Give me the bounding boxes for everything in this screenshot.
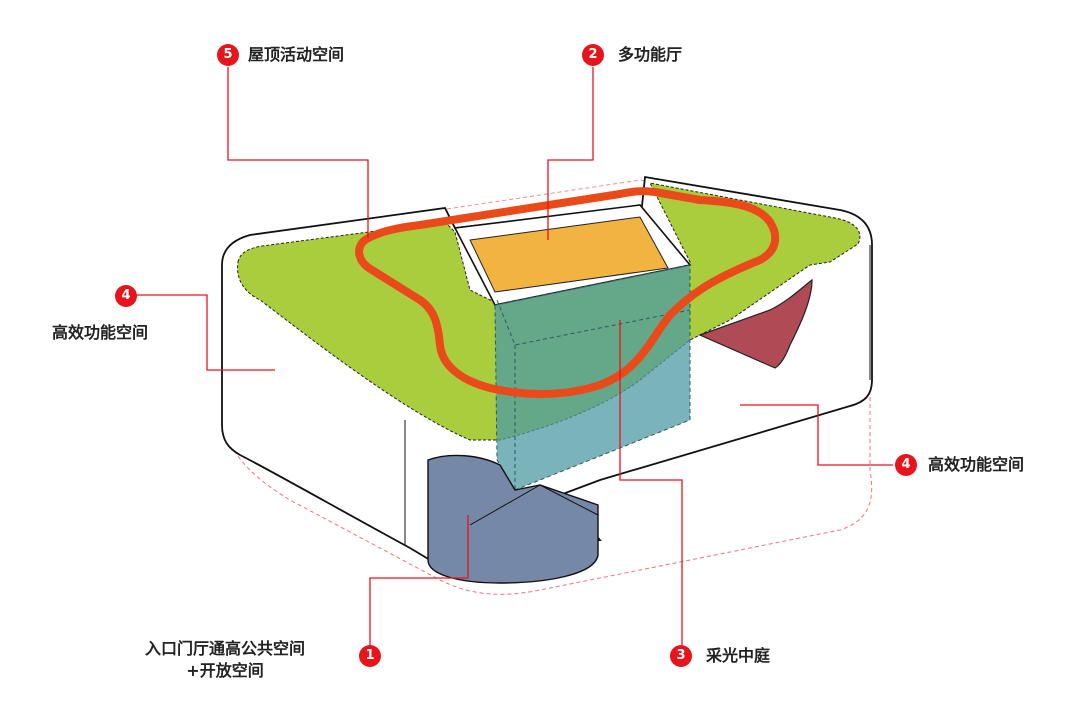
- body-wall-line: [221, 245, 871, 545]
- callout-badge-rooftop: 5: [217, 44, 239, 66]
- callout-label-courtyard: 采光中庭: [706, 646, 771, 665]
- leader-courtyard: [619, 320, 683, 645]
- entrance-lobby-cylinder: [427, 454, 599, 584]
- rooftop-running-track: [355, 187, 780, 398]
- callout-label-lobby: 入口门厅通高公共空间 +开放空间: [145, 638, 305, 682]
- callout-label-hall: 多功能厅: [618, 45, 683, 64]
- callout-badge-office-right: 4: [895, 454, 917, 476]
- callout-badge-lobby: 1: [359, 645, 381, 667]
- leader-rooftop: [227, 67, 369, 238]
- callout-label-office-right: 高效功能空间: [928, 455, 1025, 474]
- callout-label-lobby-line2: +开放空间: [186, 661, 264, 680]
- leader-office-right: [740, 404, 893, 466]
- callout-label-lobby-line1: 入口门厅通高公共空间: [145, 639, 306, 658]
- callout-badge-courtyard: 3: [670, 645, 692, 667]
- leader-hall: [547, 67, 594, 240]
- right-recess: [698, 278, 813, 369]
- leader-lobby: [369, 515, 469, 648]
- courtyard-front-face: [496, 299, 691, 490]
- callout-badge-hall: 2: [582, 44, 604, 66]
- callout-label-office-left: 高效功能空间: [52, 323, 149, 342]
- leader-lines: [137, 67, 893, 648]
- leader-office-left: [137, 294, 275, 371]
- lobby-cutline: [469, 484, 599, 526]
- callout-label-rooftop: 屋顶活动空间: [248, 45, 345, 64]
- callout-badge-office-left: 4: [115, 285, 137, 307]
- base-outline: [225, 300, 873, 595]
- multipurpose-hall: [469, 216, 669, 293]
- courtyard-volume: [494, 264, 691, 491]
